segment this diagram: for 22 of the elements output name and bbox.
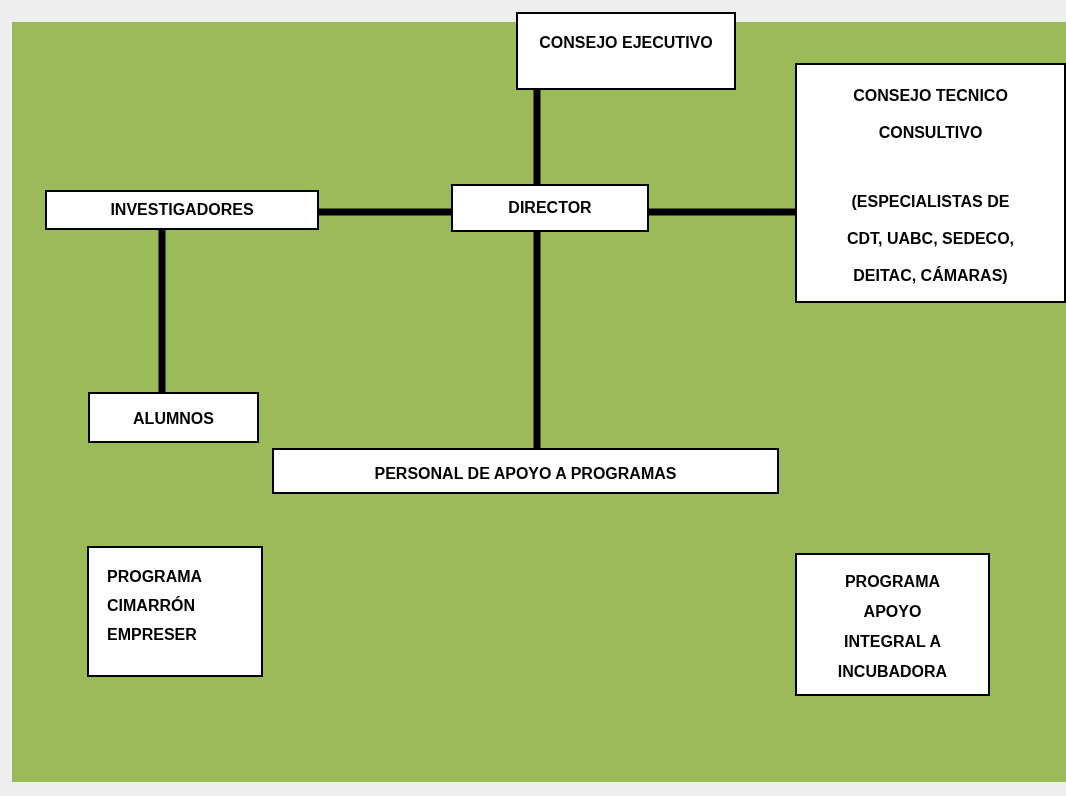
org-box [795,63,1066,303]
box-title: ALUMNOS [132,410,215,428]
connector-line [649,208,795,216]
box-title: INVESTIGADORES [109,201,255,219]
box-subtitle: (ESPECIALISTAS DE CDT, UABC, SEDECO, DEITAC, CÁMARAS) [845,192,1016,286]
box-title: PROGRAMA CIMARRÓN EMPRESER [107,567,203,645]
box-title: CONSEJO EJECUTIVO [538,34,714,52]
box-title: PERSONAL DE APOYO A PROGRAMAS [373,465,678,483]
org-box [45,190,319,230]
connector-line [319,208,451,216]
org-box [795,553,990,696]
org-box [516,12,736,90]
box-title: PROGRAMA APOYO INTEGRAL A INCUBADORA [836,572,949,682]
box-title: CONSEJO TECNICO CONSULTIVO [852,86,1009,143]
org-box [451,184,649,232]
org-box [88,392,259,443]
org-box [87,546,263,677]
connector-line [533,232,541,448]
org-box [272,448,779,494]
connector-line [533,90,541,184]
box-title: DIRECTOR [507,199,593,217]
connector-line [158,230,166,392]
